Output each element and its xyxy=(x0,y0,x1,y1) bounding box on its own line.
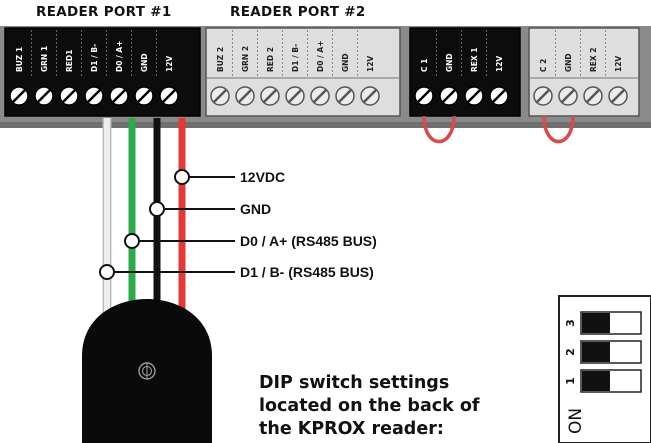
terminal-label: GND xyxy=(445,53,454,72)
dip-switch-lever-3 xyxy=(582,313,610,333)
screw-slot xyxy=(561,89,575,103)
screw-slot xyxy=(338,89,352,103)
terminal-label: 12V xyxy=(495,56,504,72)
terminal-label: GRN 1 xyxy=(40,46,49,72)
screw-slot xyxy=(363,89,377,103)
callout-label: D1 / B- (RS485 BUS) xyxy=(240,264,374,280)
reader-logo-icon xyxy=(138,362,156,380)
screw-slot xyxy=(112,89,126,103)
screw-slot xyxy=(611,89,625,103)
dip-switch-number-1: 1 xyxy=(564,377,577,385)
screw-slot xyxy=(238,89,252,103)
dip-note-line-2: located on the back of xyxy=(259,396,480,416)
screw-slot xyxy=(213,89,227,103)
callout-label: GND xyxy=(240,201,271,217)
terminal-label: GND xyxy=(564,53,573,72)
screw-slot xyxy=(442,89,456,103)
callout-d0: D0 / A+ (RS485 BUS) xyxy=(124,233,377,249)
callout-d1: D1 / B- (RS485 BUS) xyxy=(99,264,374,280)
callout-label: D0 / A+ (RS485 BUS) xyxy=(240,233,377,249)
terminal-label: 12V xyxy=(614,56,623,72)
callout-gnd: GND xyxy=(149,201,271,217)
screw-slot xyxy=(586,89,600,103)
terminal-label: D1 / B- xyxy=(90,44,99,72)
screw-slot xyxy=(536,89,550,103)
dip-switch-lever-1 xyxy=(582,371,610,391)
terminal-label: 12V xyxy=(366,56,375,72)
dip-note-line-3: the KPROX reader: xyxy=(259,419,444,439)
callout-12vdc: 12VDC xyxy=(174,169,285,185)
terminal-label: BUZ 2 xyxy=(216,47,225,72)
screw-slot xyxy=(162,89,176,103)
terminal-label: REX 2 xyxy=(589,47,598,72)
terminal-block-3: C 1 GND REX 1 12V xyxy=(409,27,521,117)
screw-slot xyxy=(417,89,431,103)
terminal-label: D0 / A+ xyxy=(316,41,325,73)
jumper-loop-1 xyxy=(422,115,456,144)
screw-slot xyxy=(288,89,302,103)
terminal-label: BUZ 1 xyxy=(15,47,24,72)
dip-switch-lever-2 xyxy=(582,342,610,362)
screw-slot xyxy=(492,89,506,103)
terminal-label: GND xyxy=(341,53,350,72)
terminal-block-2: BUZ 2 GRN 2 RED 2 D1 / B- D0 / A+ GND 12V xyxy=(205,27,401,117)
dip-note-line-1: DIP switch settings xyxy=(259,373,449,393)
terminal-label: C 2 xyxy=(539,59,548,72)
terminal-label: RED 2 xyxy=(266,47,275,72)
reader-cable-wires xyxy=(102,118,186,330)
dip-on-label: ON xyxy=(566,408,586,434)
terminal-label: RED1 xyxy=(65,50,74,72)
terminal-block-4: C 2 GND REX 2 12V xyxy=(528,27,640,117)
screw-slot xyxy=(467,89,481,103)
terminal-blocks: BUZ 1 GRN 1 RED1 D1 / B- D0 / A+ GND 12V BUZ 2 G… xyxy=(4,27,640,117)
terminal-label: REX 1 xyxy=(470,47,479,72)
screw-slot xyxy=(87,89,101,103)
screw-slot xyxy=(313,89,327,103)
screw-slot xyxy=(137,89,151,103)
screw-slot xyxy=(37,89,51,103)
port-title-1: READER PORT #1 xyxy=(36,4,172,20)
terminal-label: 12V xyxy=(165,56,174,72)
callout-label: 12VDC xyxy=(240,169,285,185)
terminal-block-1: BUZ 1 GRN 1 RED1 D1 / B- D0 / A+ GND 12V xyxy=(4,27,201,117)
terminal-label: D1 / B- xyxy=(291,44,300,72)
dip-switch: 3 2 1 ON xyxy=(558,295,651,443)
port-title-2: READER PORT #2 xyxy=(230,4,366,20)
terminal-label: C 1 xyxy=(420,59,429,72)
controller-board-edge xyxy=(0,122,651,128)
screw-slot xyxy=(12,89,26,103)
jumper-loop-2 xyxy=(542,115,575,144)
dip-switch-number-2: 2 xyxy=(564,348,577,356)
screw-slot xyxy=(62,89,76,103)
terminal-label: GND xyxy=(140,53,149,72)
screw-slot xyxy=(263,89,277,103)
terminal-label: GRN 2 xyxy=(241,46,250,72)
dip-switch-number-3: 3 xyxy=(564,319,577,327)
terminal-label: D0 / A+ xyxy=(115,41,124,73)
